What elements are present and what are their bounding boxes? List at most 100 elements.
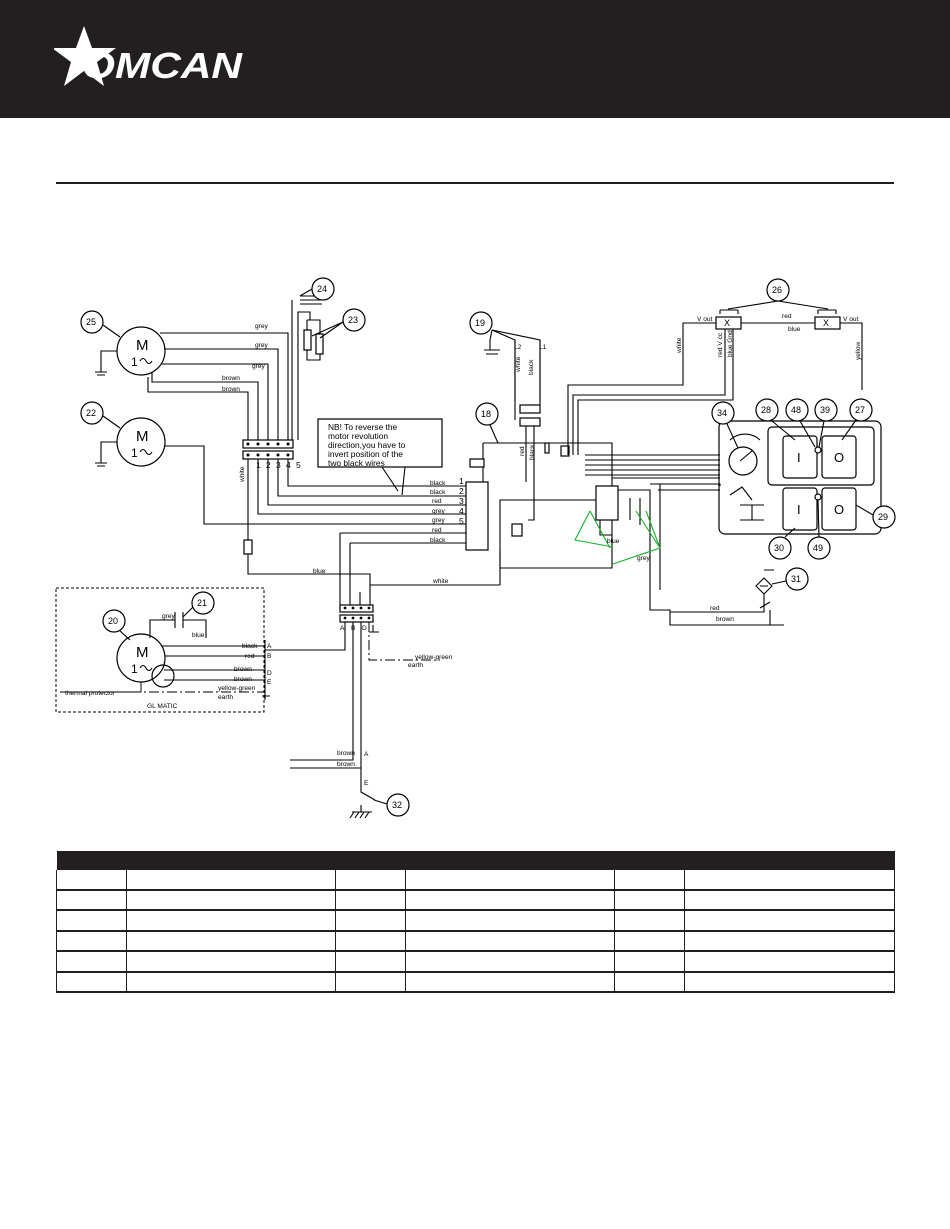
wire-label-v-out: V out (697, 316, 713, 323)
note-line-3: direction,you have to (328, 440, 406, 450)
svg-text:48: 48 (791, 405, 801, 415)
terminal-a: A (340, 625, 345, 632)
wire-label-red: red (245, 653, 255, 660)
wire-label-blue: blue (313, 568, 326, 575)
svg-text:49: 49 (813, 543, 823, 553)
omcan-logo: OMCAN (54, 26, 243, 86)
callout-26: 26 (766, 278, 790, 302)
callout-23: 23 (311, 308, 366, 339)
terminal-5: 5 (296, 460, 301, 470)
wire-label-grey: grey (432, 517, 446, 524)
wire-label-black: black (242, 643, 258, 650)
wire-label-red-vcc: red V cc (717, 332, 724, 357)
svg-text:20: 20 (108, 616, 118, 626)
wire-label-blue: blue (607, 538, 620, 545)
terminal-d: D (267, 670, 272, 677)
wire-label-l1: L1 (539, 344, 547, 351)
svg-text:18: 18 (481, 409, 491, 419)
star-logo-icon (54, 26, 116, 86)
wire-label-yellow-green: yellow-green (218, 685, 256, 692)
pin-1: 1 (459, 476, 464, 486)
pin-5: 5 (459, 516, 464, 526)
callout-29: 29 (855, 504, 896, 529)
wire-label-black: black (528, 359, 535, 375)
motor-letter: M (136, 337, 149, 354)
wire-label-yellow: yellow (855, 341, 862, 360)
wire-label-grey: grey (162, 613, 176, 620)
wire-label-brown: brown (337, 750, 355, 757)
callout-39: 39 (814, 398, 838, 448)
wire-label-grey: grey (255, 342, 269, 349)
terminal-e: E (364, 780, 369, 787)
callout-18: 18 (475, 402, 499, 444)
callout-28: 28 (755, 398, 796, 441)
svg-text:19: 19 (475, 318, 485, 328)
wire-label-black: black (430, 480, 446, 487)
wire-label-blue: blue (788, 326, 801, 333)
parts-table (56, 851, 895, 993)
wire-label-brown: brown (716, 616, 734, 623)
svg-text:30: 30 (774, 543, 784, 553)
wire-label-blue: blue (192, 632, 205, 639)
wire-label-grey: grey (252, 363, 266, 370)
wire-label-grey: grey (432, 508, 446, 515)
wire-label-white: white (239, 466, 246, 483)
switch-off-label: O (834, 502, 844, 517)
wire-label-white: white (515, 356, 522, 373)
wire-label-blue-gnd: blue Gnd (727, 330, 734, 357)
wire-label-grey: grey (637, 555, 651, 562)
svg-text:21: 21 (197, 598, 207, 608)
wire-label-brown: brown (337, 761, 355, 768)
table-row (56, 889, 895, 911)
table-row (56, 971, 895, 993)
callout-30: 30 (768, 527, 796, 560)
svg-text:29: 29 (878, 512, 888, 522)
wire-label-red: red (432, 527, 442, 534)
wire-label-brown: brown (234, 666, 252, 673)
pin-2: 2 (459, 486, 464, 496)
motor-phase: 1 (131, 446, 138, 460)
note-line-2: motor revolution (328, 431, 388, 441)
motor-letter: M (136, 644, 149, 661)
table-row (56, 870, 895, 891)
thermal-protector-label: thermal protector (65, 690, 116, 697)
callout-48: 48 (785, 398, 816, 448)
callout-27: 27 (841, 398, 873, 441)
table-header (56, 851, 895, 870)
svg-text:23: 23 (348, 315, 358, 325)
wire-label-earth: earth (408, 662, 423, 669)
motor-phase: 1 (131, 355, 138, 369)
wire-label-red: red (432, 498, 442, 505)
svg-text:22: 22 (86, 408, 96, 418)
svg-text:31: 31 (791, 574, 801, 584)
wire-label-black: black (430, 537, 446, 544)
wire-label-brown: brown (234, 676, 252, 683)
svg-text:34: 34 (717, 408, 727, 418)
motor-letter: M (136, 428, 149, 445)
pin-4: 4 (459, 506, 464, 516)
wire-label-red: red (710, 605, 720, 612)
callout-34: 34 (711, 401, 739, 449)
wire-label-v-out: V out (843, 316, 859, 323)
relay-x: X (823, 318, 829, 328)
callout-32: 32 (373, 793, 410, 817)
wire-label-red: red (519, 446, 526, 456)
logo-text: OMCAN (82, 45, 243, 86)
svg-text:28: 28 (761, 405, 771, 415)
relay-x: X (724, 318, 730, 328)
callout-22: 22 (80, 401, 121, 429)
note-line-1: NB! To reverse the (328, 422, 398, 432)
switch-on-label: I (797, 450, 801, 465)
callout-21: 21 (182, 591, 215, 618)
table-row (56, 930, 895, 952)
switch-on-label: I (797, 502, 801, 517)
pin-3: 3 (459, 496, 464, 506)
callout-19: 19 (469, 311, 493, 335)
motor-phase: 1 (131, 662, 138, 676)
callout-24: 24 (299, 277, 335, 301)
table-row (56, 910, 895, 932)
terminal-d: D (362, 625, 367, 632)
note-line-5: two black wires (328, 458, 385, 468)
wire-label-red: red (782, 313, 792, 320)
